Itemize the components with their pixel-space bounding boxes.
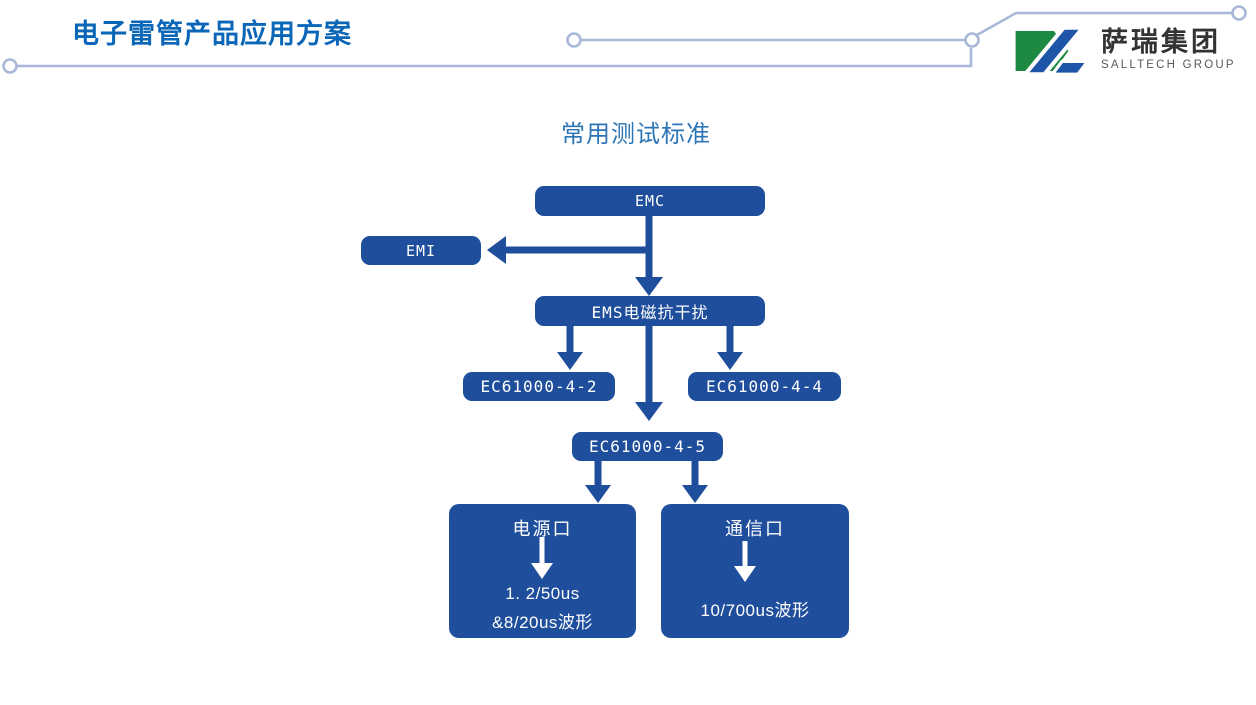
power-port-title: 电源口 xyxy=(512,519,573,539)
arrowhead-ec45-to-comm xyxy=(682,485,708,503)
arrowhead-ems-to-ec45 xyxy=(635,402,663,421)
node-ec61000-4-2: EC61000-4-2 xyxy=(463,372,615,401)
arrowhead-ems-to-ec42 xyxy=(557,352,583,370)
power-waveform-line2: &8/20us波形 xyxy=(492,613,593,632)
logo-company-name-cn: 萨瑞集团 xyxy=(1101,27,1221,57)
box-power-port: 电源口 1. 2/50us &8/20us波形 xyxy=(449,504,636,638)
power-waveform-line1: 1. 2/50us xyxy=(505,584,580,603)
decor-circle-left xyxy=(2,58,18,74)
decor-circle-mid-left xyxy=(566,32,582,48)
slide-title: 电子雷管产品应用方案 xyxy=(72,19,352,49)
company-logo: 萨瑞集团 SALLTECH GROUP xyxy=(1014,26,1236,76)
diagram-title: 常用测试标准 xyxy=(561,121,711,148)
node-ec61000-4-4: EC61000-4-4 xyxy=(688,372,841,401)
arrowhead-emc-to-ems xyxy=(635,277,663,296)
node-emc: EMC xyxy=(535,186,765,216)
node-ems: EMS电磁抗干扰 xyxy=(535,296,765,326)
decor-circle-right xyxy=(1231,5,1247,21)
logo-blue-slash xyxy=(1021,26,1087,76)
node-ec61000-4-5: EC61000-4-5 xyxy=(572,432,723,461)
box-comm-port: 通信口 10/700us波形 xyxy=(661,504,849,638)
logo-mark-icon xyxy=(1015,26,1091,76)
logo-company-name-en: SALLTECH GROUP xyxy=(1101,59,1236,71)
comm-waveform-line1: 10/700us波形 xyxy=(700,601,810,620)
node-emi: EMI xyxy=(361,236,481,265)
arrowhead-to-emi xyxy=(487,236,506,264)
logo-text: 萨瑞集团 SALLTECH GROUP xyxy=(1101,26,1236,72)
logo-blue-base xyxy=(1049,59,1091,76)
comm-port-title: 通信口 xyxy=(725,519,785,539)
arrowhead-ec45-to-power xyxy=(585,485,611,503)
arrowhead-ems-to-ec44 xyxy=(717,352,743,370)
decor-circle-mid-right xyxy=(964,32,980,48)
